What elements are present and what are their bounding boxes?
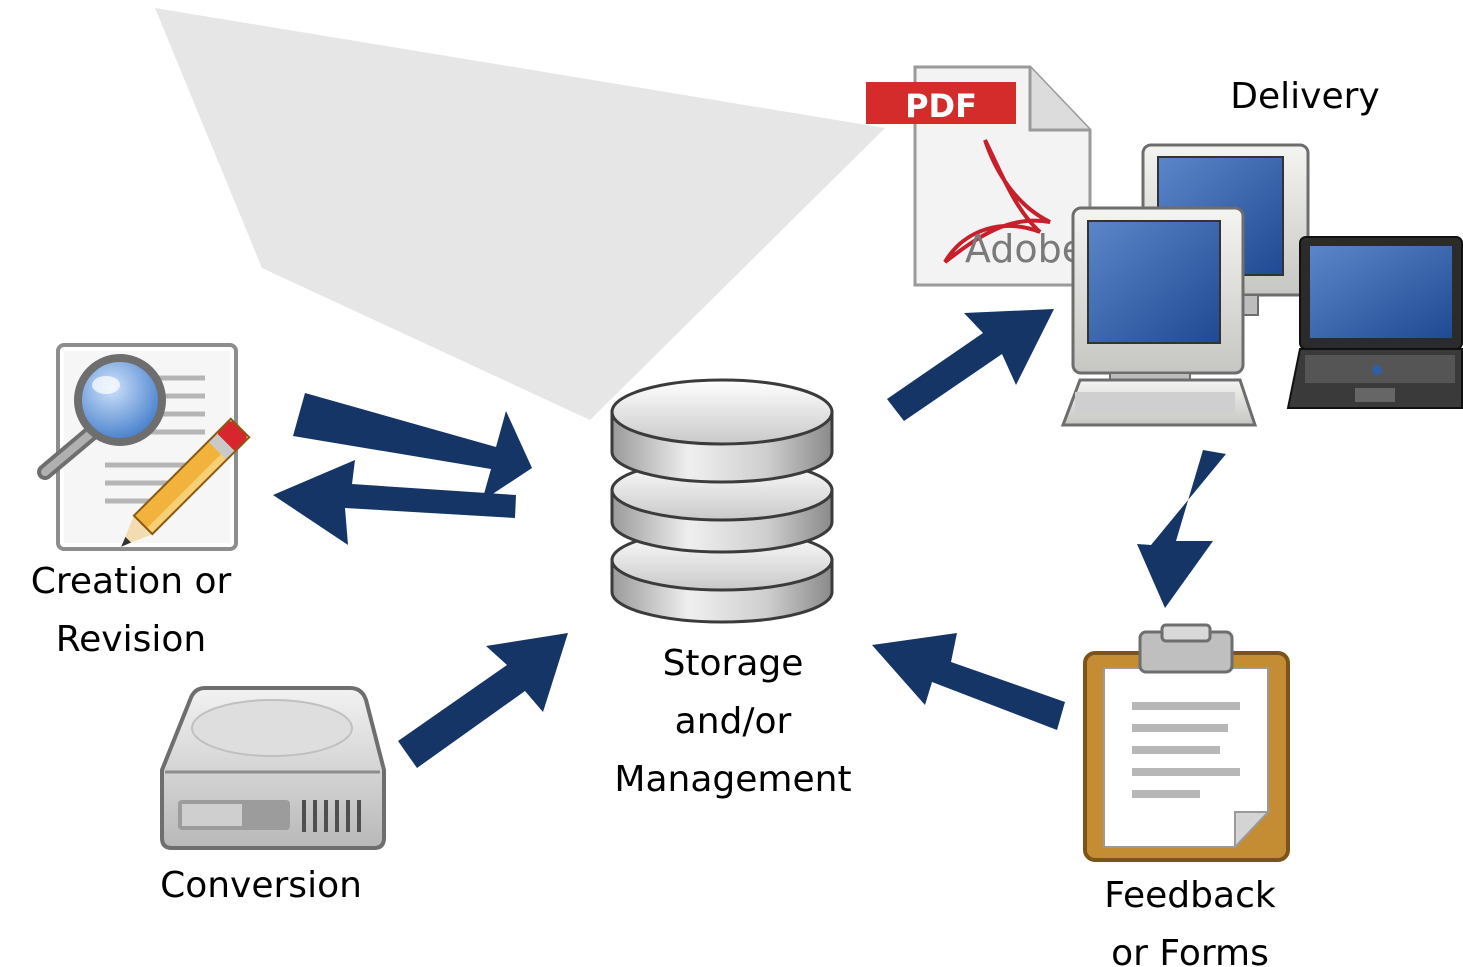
- database-icon: [610, 378, 834, 624]
- storage-label-line3: Management: [614, 759, 852, 800]
- storage-label-line1: Storage: [662, 643, 804, 684]
- document-search-edit-icon: [37, 343, 251, 551]
- conversion-label: Conversion: [160, 865, 362, 906]
- arrow-storage-to-creation: [273, 460, 516, 545]
- feedback-label-line1: Feedback: [1104, 875, 1276, 916]
- hard-drive-icon: [160, 686, 386, 850]
- storage-label: Storage and/or Management: [590, 635, 876, 809]
- pdf-banner-text: PDF: [905, 87, 977, 125]
- clipboard-icon: [1083, 623, 1290, 862]
- arrow-delivery-to-feedback: [1137, 450, 1226, 608]
- delivery-label: Delivery: [1230, 76, 1380, 117]
- creation-label: Creation or Revision: [0, 553, 262, 669]
- arrow-storage-to-delivery: [887, 309, 1054, 421]
- creation-label-line2: Revision: [55, 619, 207, 660]
- creation-label-line1: Creation or: [30, 561, 232, 602]
- computers-icon: [1060, 143, 1463, 427]
- arrow-conversion-to-storage: [398, 633, 568, 768]
- storage-label-line2: and/or: [674, 701, 792, 742]
- pdf-document-icon: PDF Adobe: [866, 65, 1092, 287]
- pdf-brand-text: Adobe: [965, 227, 1085, 271]
- arrow-creation-to-storage: [293, 393, 532, 501]
- arrow-feedback-to-storage: [872, 633, 1065, 730]
- arrows: [273, 309, 1226, 768]
- feedback-label-line2: or Forms: [1111, 933, 1269, 967]
- callout-wedge: [155, 8, 885, 420]
- feedback-label: Feedback or Forms: [1070, 867, 1310, 967]
